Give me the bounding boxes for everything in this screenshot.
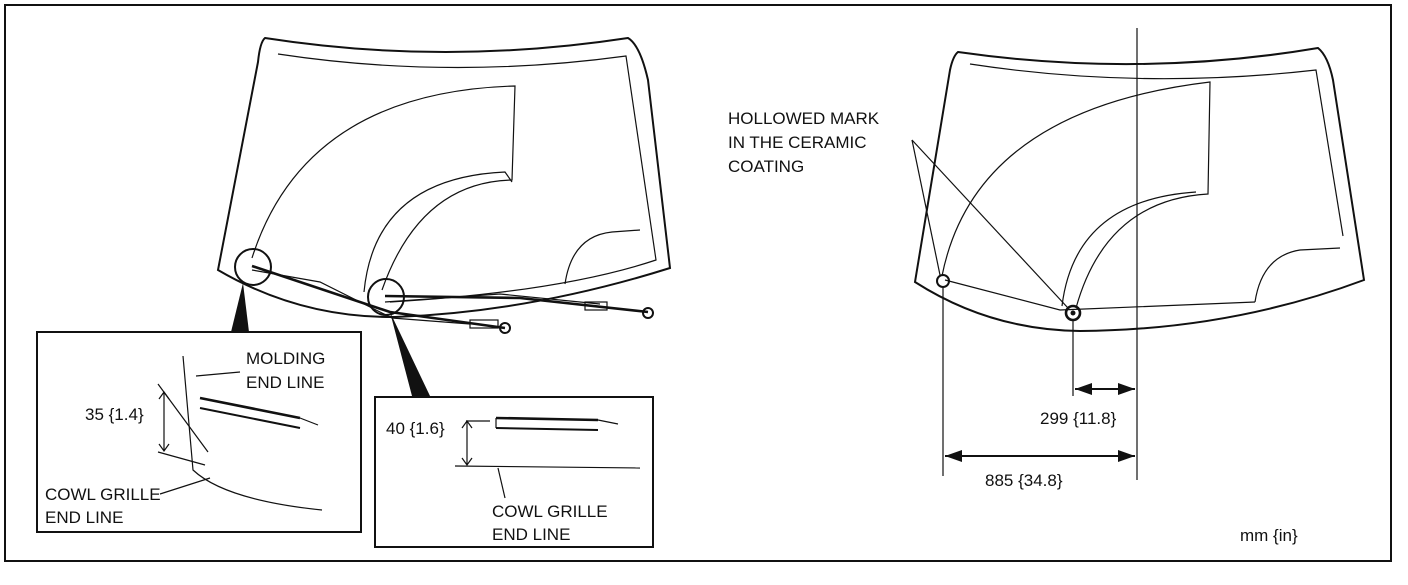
center-blade-bottom xyxy=(495,427,599,431)
mark-leader-left xyxy=(911,139,941,276)
callout-circle-center xyxy=(367,278,405,316)
hollowed-mark-left xyxy=(936,274,950,288)
left-figure: 35 {1.4} MOLDING END LINE COWL GRILLE EN… xyxy=(36,36,672,548)
dimension-35-label: 35 {1.4} xyxy=(85,405,144,424)
hollowed-mark-center-dot xyxy=(1070,310,1076,316)
dimension-885-arrow-right xyxy=(1118,450,1135,462)
diagram-frame xyxy=(4,4,1392,562)
left-windshield-outline xyxy=(216,36,672,319)
center-cowl-label-leader xyxy=(497,467,506,499)
dimension-40-label: 40 {1.6} xyxy=(386,419,445,438)
dimension-885-label: 885 {34.8} xyxy=(985,471,1063,490)
left-wipe-arc-large xyxy=(251,85,516,291)
hollowed-mark-label-line2: IN THE CERAMIC xyxy=(728,133,867,152)
hollowed-mark-label-line1: HOLLOWED MARK xyxy=(728,109,880,128)
right-figure: 299 {11.8} 885 {34.8} HOLLOWED MARK IN T… xyxy=(728,28,1366,490)
detail-box-molding: 35 {1.4} MOLDING END LINE COWL GRILLE EN… xyxy=(36,331,362,533)
right-ceramic-border xyxy=(944,279,1256,311)
passenger-wiper-pivot xyxy=(642,307,654,319)
center-blade-edge xyxy=(495,418,619,428)
cowl-label-left-line1: COWL GRILLE xyxy=(45,485,161,504)
units-label: mm {in} xyxy=(1240,526,1298,545)
passenger-wiper-blade xyxy=(384,293,601,305)
molding-blade-tip xyxy=(299,417,319,426)
cowl-label-leader-left xyxy=(159,477,211,495)
molding-label-line1: MOLDING xyxy=(246,349,325,368)
left-wipe-arc-right xyxy=(564,229,641,285)
passenger-arm-cap xyxy=(584,301,608,311)
right-wipe-arc-small xyxy=(1061,191,1197,307)
molding-label-leader xyxy=(195,371,241,377)
center-blade-top xyxy=(495,416,599,422)
dimension-299-arrow-left xyxy=(1075,383,1092,395)
driver-wiper-blade xyxy=(251,269,471,325)
molding-blade-bottom xyxy=(199,407,301,429)
dimension-299-label: 299 {11.8} xyxy=(1040,409,1117,428)
passenger-wiper-arm xyxy=(384,294,649,314)
right-wipe-arc-large xyxy=(941,81,1211,309)
cowl-label-left-line2: END LINE xyxy=(45,508,123,527)
driver-wiper-pivot xyxy=(499,322,511,334)
dimension-35-arrow xyxy=(158,390,170,453)
left-ceramic-border xyxy=(277,53,657,303)
left-wipe-arc-small xyxy=(363,171,513,293)
center-cowl-grille-end-line xyxy=(454,465,641,469)
hollowed-mark-label-line3: COATING xyxy=(728,157,804,176)
driver-arm-cap xyxy=(469,319,499,329)
cowl-grille-curve xyxy=(182,355,323,511)
cowl-grille-end-line xyxy=(157,451,206,466)
hollowed-mark-center xyxy=(1064,304,1082,322)
cowl-label-center-line2: END LINE xyxy=(492,525,570,544)
callout-circle-left xyxy=(234,248,272,286)
mark-leader-center xyxy=(911,139,1069,309)
wiper-assembly xyxy=(251,264,654,334)
right-windshield-outline xyxy=(913,46,1366,333)
right-ceramic-border-top xyxy=(969,63,1344,237)
detail-box-center: 40 {1.6} COWL GRILLE END LINE xyxy=(374,396,654,548)
callout-leader-left xyxy=(231,283,249,332)
dimension-885-arrow-left xyxy=(945,450,962,462)
cowl-label-center-line1: COWL GRILLE xyxy=(492,502,608,521)
molding-label-line2: END LINE xyxy=(246,373,324,392)
dimension-299-arrow-right xyxy=(1118,383,1135,395)
dimension-40-arrow xyxy=(461,419,473,467)
right-wipe-arc-right xyxy=(1254,247,1341,303)
callout-leader-center xyxy=(390,312,430,396)
molding-blade-top xyxy=(199,396,301,420)
